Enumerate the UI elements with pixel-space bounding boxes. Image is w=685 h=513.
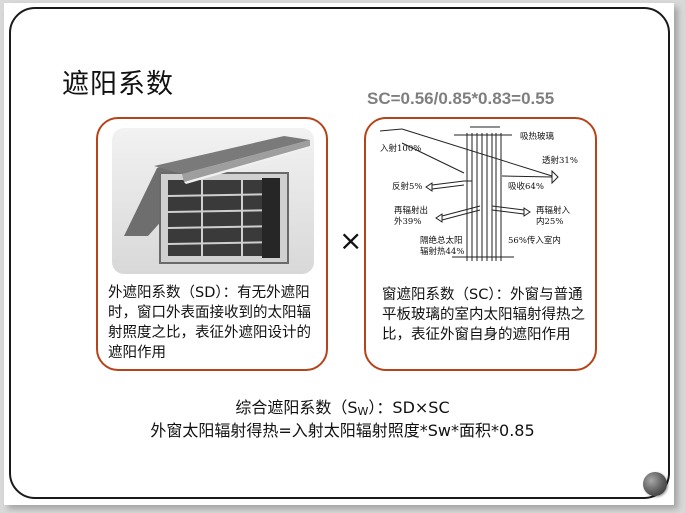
combined-suffix: ）：SD×SC bbox=[368, 398, 450, 417]
sc-formula: SC=0.56/0.85*0.83=0.55 bbox=[367, 89, 555, 108]
label-reflect: 反射5% bbox=[392, 181, 423, 192]
label-transmit: 透射31% bbox=[542, 155, 578, 166]
sc-card: 吸热玻璃 入射100% 透射31% 反射5% 吸收64% 再辐射出 外39% 再… bbox=[364, 117, 597, 371]
combined-sub: W bbox=[357, 405, 369, 418]
label-reradiate-out-2: 外39% bbox=[394, 216, 421, 227]
label-block-1: 隔绝总太阳 bbox=[420, 235, 463, 246]
label-glass: 吸热玻璃 bbox=[520, 131, 555, 142]
combined-coefficient-line: 综合遮阳系数（SW）：SD×SC bbox=[0, 394, 685, 418]
heat-gain-formula: 外窗太阳辐射得热=入射太阳辐射照度*Sw*面积*0.85 bbox=[150, 421, 535, 440]
slide-title: 遮阳系数 bbox=[62, 69, 174, 100]
multiply-symbol: × bbox=[339, 224, 363, 257]
combined-prefix: 综合遮阳系数（S bbox=[235, 398, 358, 417]
window-awning-image bbox=[112, 128, 314, 274]
slide-nav-button[interactable] bbox=[643, 472, 667, 496]
sd-description: 外遮阳系数（SD）：有无外遮阳时，窗口外表面接收到的太阳辐射照度之比，表征外遮阳… bbox=[108, 285, 311, 361]
label-reradiate-in-2: 内25% bbox=[536, 216, 563, 227]
label-incident: 入射100% bbox=[380, 143, 421, 154]
label-reradiate-in-1: 再辐射入 bbox=[536, 205, 571, 216]
sc-description: 窗遮阳系数（SC）：外窗与普通平板玻璃的室内太阳辐射得热之比，表征外窗自身的遮阳… bbox=[382, 287, 585, 343]
label-indoor: 56%传入室内 bbox=[508, 235, 561, 246]
label-reradiate-out-1: 再辐射出 bbox=[394, 205, 428, 216]
sd-card: 外遮阳系数（SD）：有无外遮阳时，窗口外表面接收到的太阳辐射照度之比，表征外遮阳… bbox=[96, 117, 328, 371]
heat-absorbing-glass-diagram: 吸热玻璃 入射100% 透射31% 反射5% 吸收64% 再辐射出 外39% 再… bbox=[379, 126, 578, 261]
label-absorb: 吸收64% bbox=[508, 181, 544, 192]
label-block-2: 辐射热44% bbox=[420, 246, 464, 257]
slide-frame bbox=[9, 7, 670, 499]
